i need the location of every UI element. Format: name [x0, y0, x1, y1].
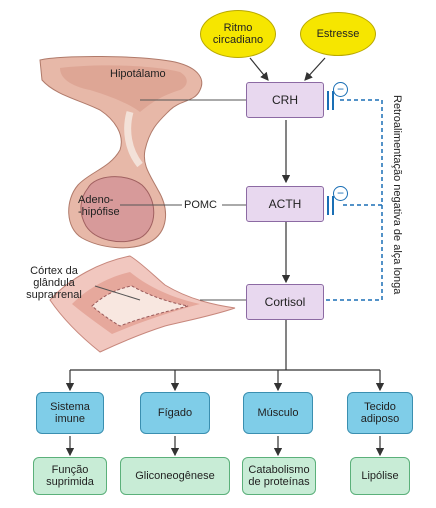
hypothalamus-illustration: [40, 56, 202, 247]
effect-adipose: Lipólise: [350, 457, 410, 495]
cortisol-node: Cortisol: [246, 284, 324, 320]
feedback-label: Retroalimentação negativa de alça longa: [391, 95, 403, 294]
target-tissue-immune: Sistema imune: [36, 392, 104, 434]
pomc-label: POMC: [184, 199, 217, 211]
adrenal-cortex-label: Córtex da glândula suprarrenal: [14, 265, 94, 301]
target-tissue-liver: Fígado: [140, 392, 210, 434]
circadian-rhythm-node: Ritmo circadiano: [200, 10, 276, 58]
acth-inhibition-icon: −: [333, 186, 348, 201]
target-tissue-muscle: Músculo: [243, 392, 313, 434]
effect-muscle: Catabolismo de proteínas: [242, 457, 316, 495]
hypothalamus-label: Hipotálamo: [110, 68, 166, 80]
crh-node: CRH: [246, 82, 324, 118]
target-tissue-adipose: Tecido adiposo: [347, 392, 413, 434]
effect-liver: Gliconeogênese: [120, 457, 230, 495]
acth-node: ACTH: [246, 186, 324, 222]
stress-node: Estresse: [300, 12, 376, 56]
effect-immune: Função suprimida: [33, 457, 107, 495]
crh-inhibition-icon: −: [333, 82, 348, 97]
adenohypophysis-label: Adeno- -hipófise: [78, 194, 120, 218]
